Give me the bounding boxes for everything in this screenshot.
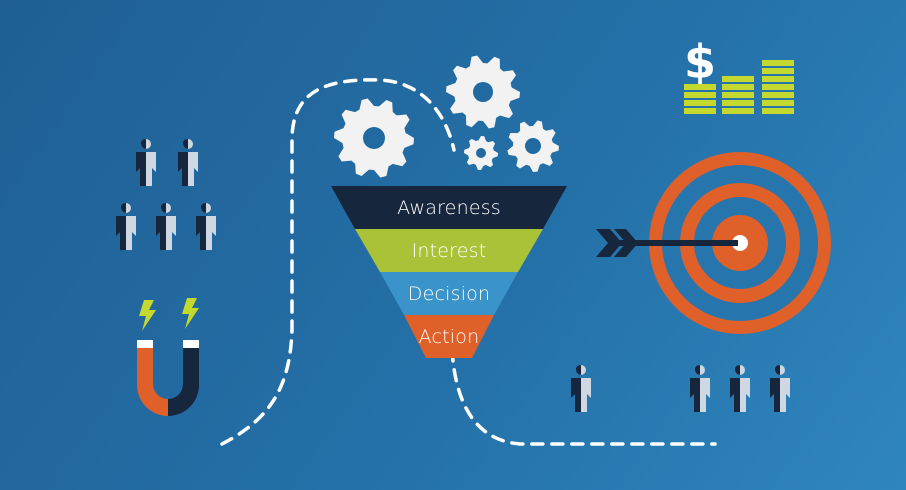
coin-icon (762, 108, 794, 114)
dollar-icon: $ (684, 35, 716, 89)
coin-icon (762, 100, 794, 106)
coin-icon (684, 92, 716, 98)
coin-icon (762, 68, 794, 74)
person-icon (730, 364, 750, 412)
person-icon (196, 202, 216, 250)
coin-icon (684, 84, 716, 90)
coin-stacks-icon (684, 60, 794, 114)
funnel-stage-action (404, 315, 494, 358)
person-icon (571, 364, 591, 412)
coin-icon (762, 84, 794, 90)
person-icon (136, 138, 156, 186)
person-icon (770, 364, 790, 412)
person-icon (178, 138, 198, 186)
magnet-icon (137, 340, 199, 416)
coin-icon (762, 76, 794, 82)
coin-icon (684, 100, 716, 106)
coin-icon (722, 92, 754, 98)
funnel-label-interest: Interest (411, 240, 487, 262)
person-icon (116, 202, 136, 250)
target-icon (649, 152, 831, 334)
funnel-label-awareness: Awareness (397, 197, 501, 219)
people-group-right (571, 364, 790, 412)
coin-icon (762, 60, 794, 66)
coin-icon (722, 108, 754, 114)
funnel-stage-decision (380, 272, 518, 315)
coin-icon (762, 92, 794, 98)
lightning-icon (182, 298, 199, 329)
coin-icon (684, 108, 716, 114)
person-icon (690, 364, 710, 412)
people-group-left (116, 138, 216, 250)
coin-icon (722, 76, 754, 82)
gear-icon-medium (507, 120, 559, 172)
funnel-stage-interest (355, 229, 543, 272)
gear-icon-small (464, 136, 498, 170)
funnel (331, 186, 567, 358)
arrow-icon (596, 229, 738, 257)
coin-icon (722, 84, 754, 90)
gear-icon-large (334, 98, 414, 178)
funnel-label-action: Action (418, 326, 480, 348)
funnel-stage-awareness (331, 186, 567, 229)
funnel-label-decision: Decision (407, 283, 491, 305)
journey-path (220, 78, 717, 446)
coin-icon (722, 100, 754, 106)
lightning-icon (139, 300, 156, 331)
person-icon (156, 202, 176, 250)
gear-icon-top (446, 55, 520, 129)
